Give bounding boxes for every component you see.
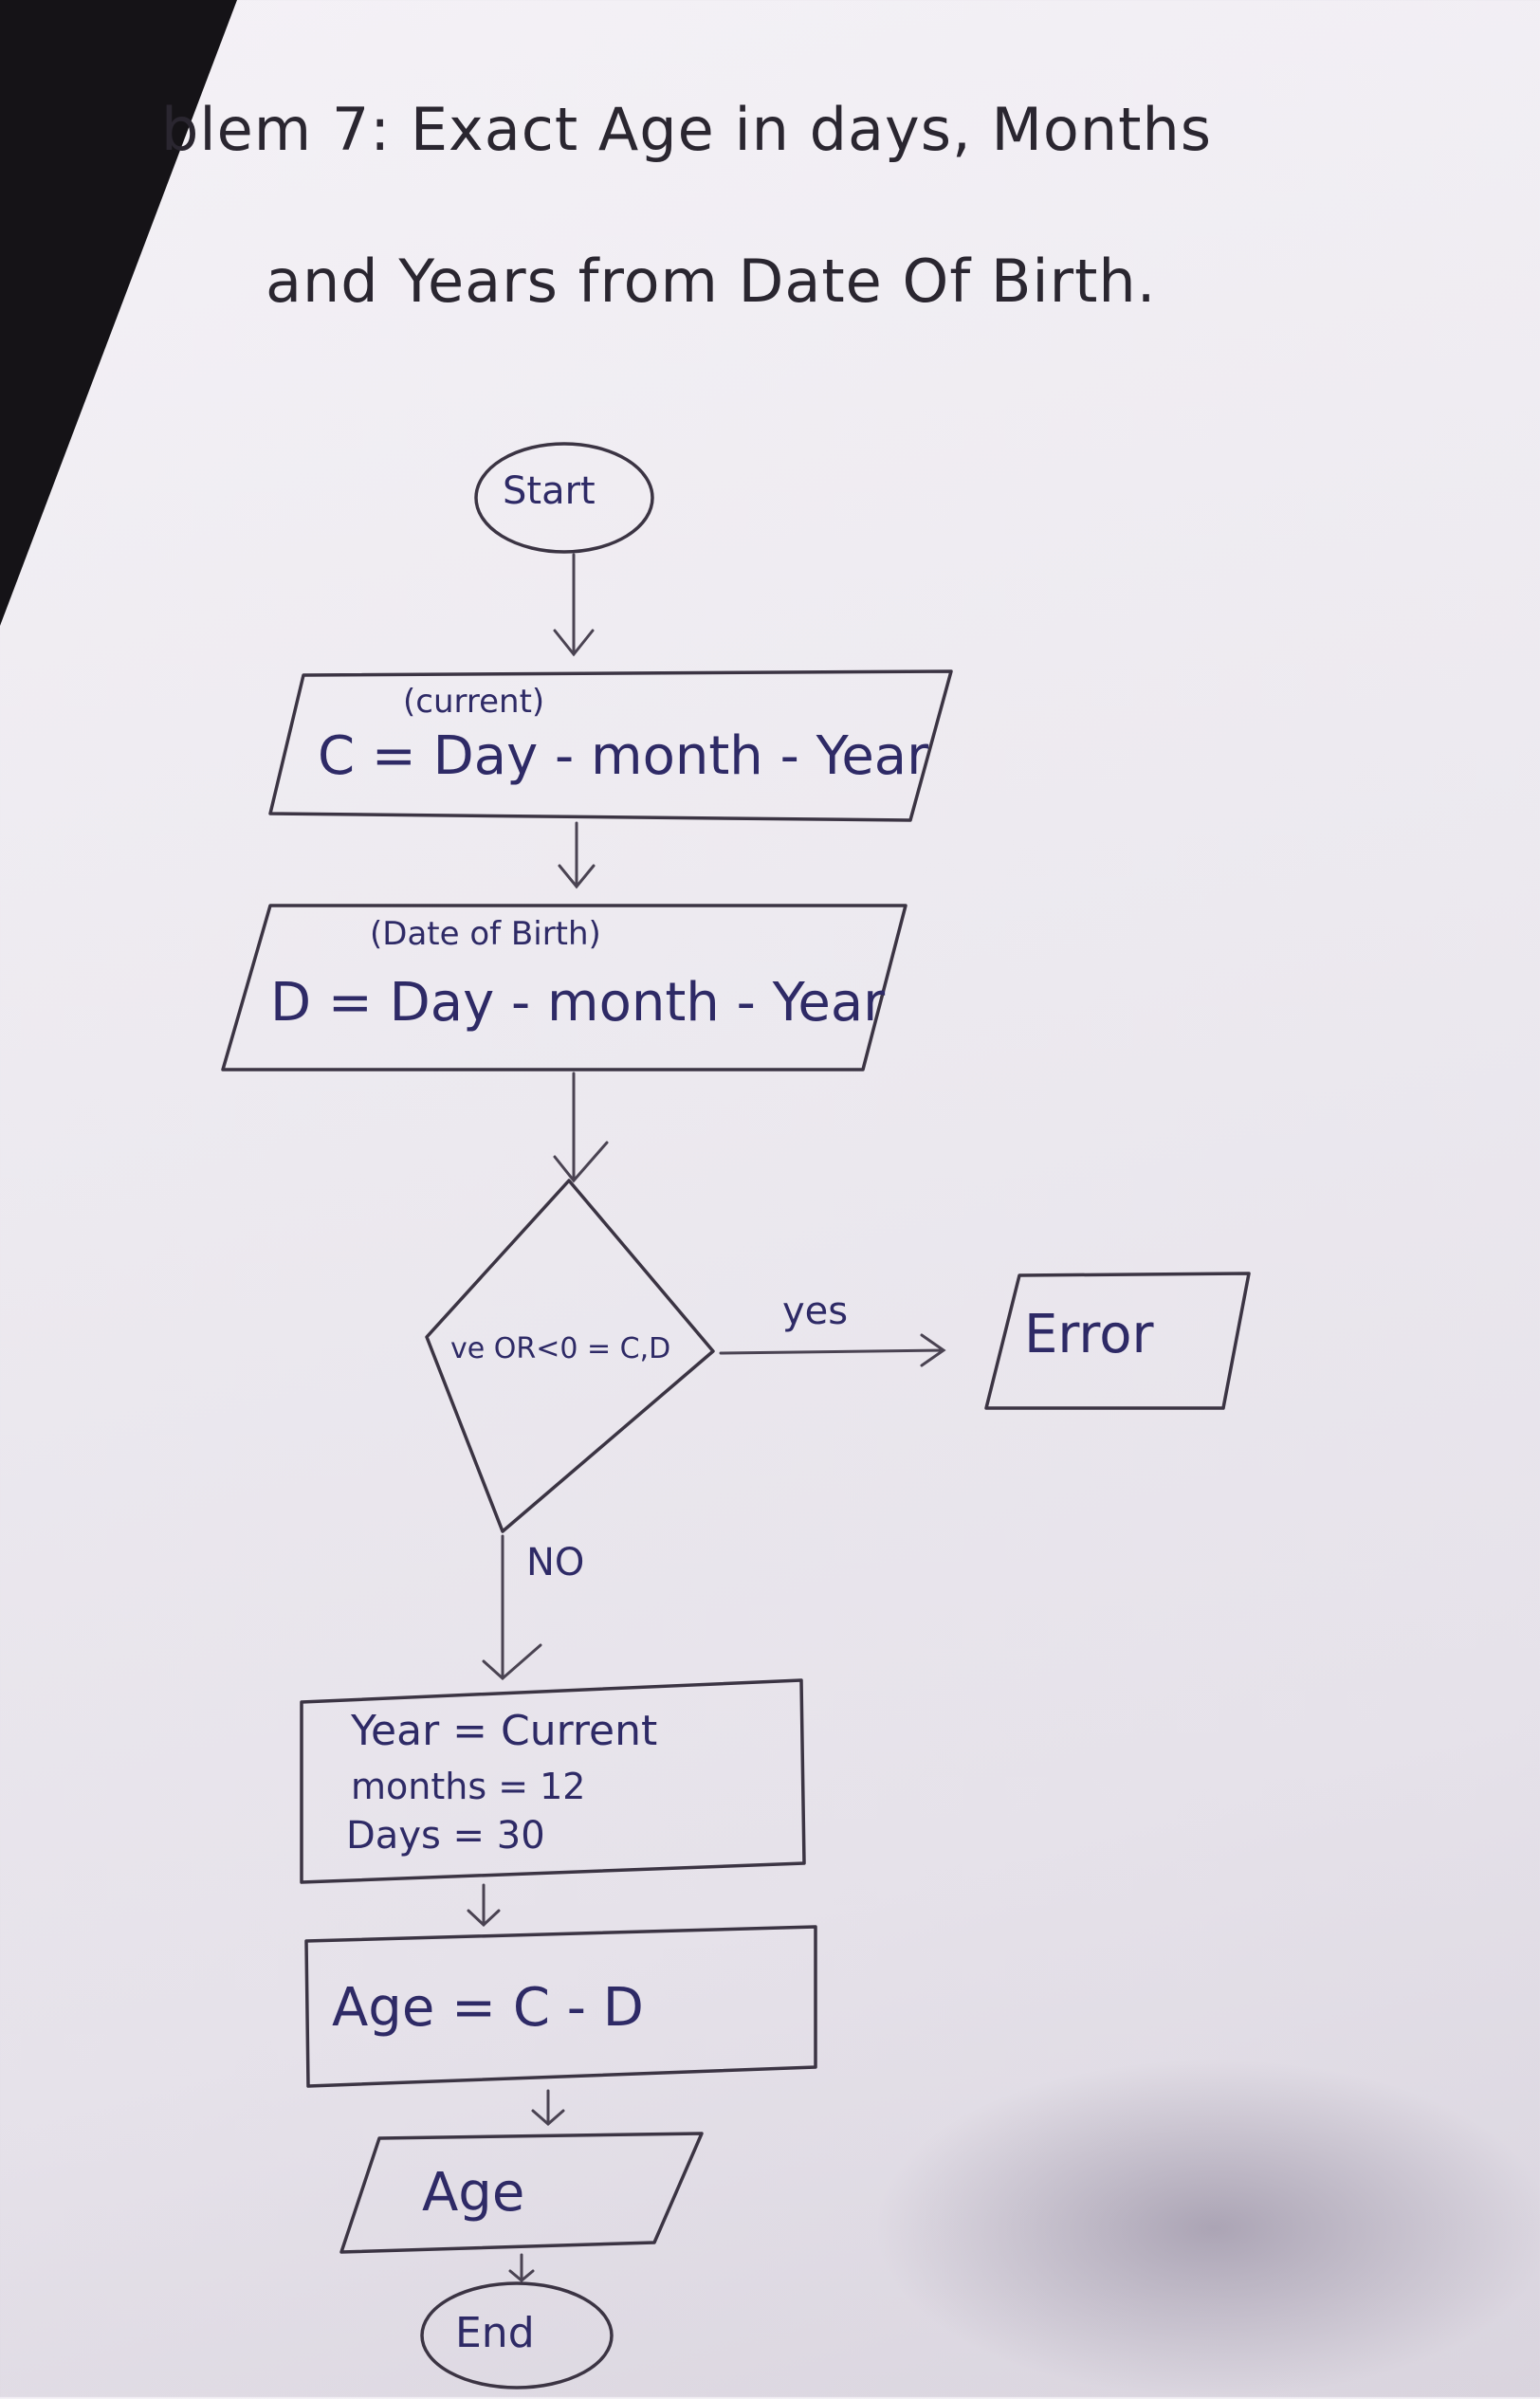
age-formula: Age = C - D (332, 1977, 644, 2039)
constants-year: Year = Current (351, 1707, 658, 1755)
decision-condition: ve OR<0 = C,D (450, 1332, 671, 1365)
page-title-line-1: blem 7: Exact Age in days, Months (161, 95, 1213, 164)
page-title-line-2: and Years from Date Of Birth. (266, 247, 1157, 316)
yes-label: yes (782, 1290, 849, 1333)
current-note: (current) (403, 683, 545, 721)
constants-days: Days = 30 (346, 1814, 545, 1858)
age-calc-process-shape (304, 1925, 817, 2088)
start-label: Start (503, 469, 596, 513)
connector-output-to-end (508, 2253, 535, 2282)
connector-decision-to-constants (482, 1534, 542, 1681)
constants-months: months = 12 (351, 1766, 586, 1807)
start-terminator (474, 442, 654, 554)
decision-diamond (425, 1179, 715, 1533)
birth-formula: D = Day - month - Year (270, 972, 886, 1034)
age-output-label: Age (422, 2162, 525, 2224)
error-output-shape (984, 1272, 1251, 1410)
connector-birth-to-decision (553, 1071, 609, 1183)
connector-start-to-current (553, 553, 595, 657)
connector-current-to-birth (558, 821, 596, 889)
current-date-input-shape (268, 669, 953, 822)
birth-note: (Date of Birth) (370, 915, 601, 953)
end-label: End (455, 2309, 535, 2357)
constants-process-shape (300, 1678, 806, 1884)
birth-date-input-shape (221, 904, 908, 1071)
age-output-shape (339, 2132, 704, 2254)
shadow (872, 2058, 1540, 2399)
connector-decision-to-error (719, 1333, 946, 1367)
connector-constants-to-age (467, 1883, 501, 1928)
connector-age-to-output (531, 2089, 565, 2126)
current-formula: C = Day - month - Year (318, 725, 929, 787)
error-label: Error (1024, 1304, 1154, 1365)
end-terminator (420, 2281, 614, 2390)
no-label: NO (526, 1541, 585, 1584)
